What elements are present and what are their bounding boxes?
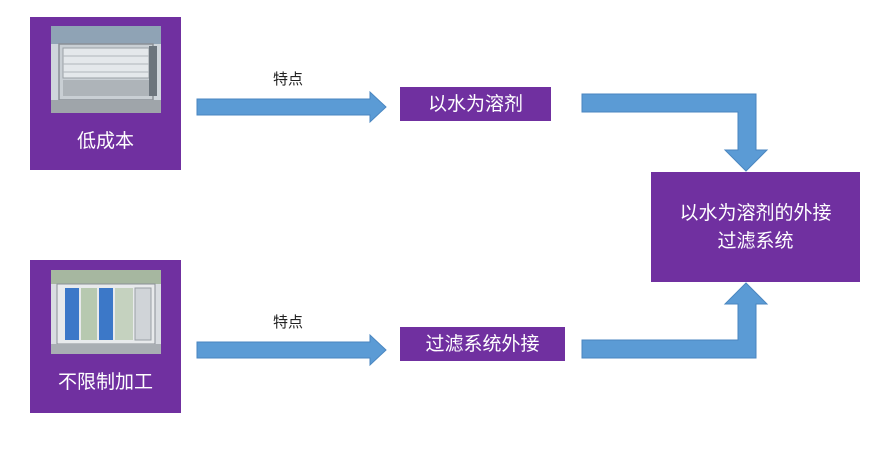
node-combined-label-line1: 以水为溶剂的外接 [679,202,832,224]
arrow-top-bent-down [581,93,769,172]
filter-equipment-image [51,270,161,354]
node-low-cost: 低成本 [30,17,181,170]
node-low-cost-label: 低成本 [76,130,134,152]
arrow-bottom-bent-up [581,282,769,359]
arrow-top-right [196,90,387,124]
node-water-solvent-label: 以水为溶剂 [427,93,523,115]
spray-booth-image [51,26,161,113]
node-unlimited: 不限制加工 [30,260,181,413]
node-external-filter: 过滤系统外接 [400,327,565,361]
node-water-solvent: 以水为溶剂 [400,87,551,121]
spray-booth-photo [51,26,161,113]
node-unlimited-label: 不限制加工 [57,371,153,393]
edge-top-label: 特点 [273,70,304,88]
arrow-bottom-right [196,333,387,367]
edge-bottom-label: 特点 [273,313,304,331]
node-combined: 以水为溶剂的外接 过滤系统 [651,172,860,282]
node-external-filter-label: 过滤系统外接 [425,333,540,355]
filter-equipment-photo [51,270,161,354]
node-combined-label-line2: 过滤系统 [717,230,794,252]
